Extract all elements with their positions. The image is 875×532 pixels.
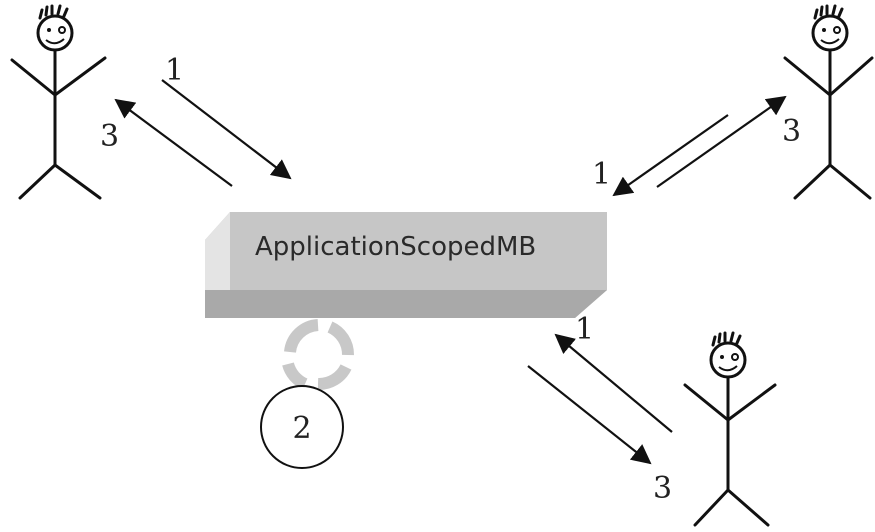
arrow-top-right-response	[656, 95, 787, 188]
box-bottom-face	[205, 290, 607, 318]
arrow-top-left-request	[161, 79, 292, 180]
arrow-bottom-right-response	[527, 365, 652, 465]
step-label-top-right-request: 1	[592, 157, 611, 192]
box-label: ApplicationScopedMB	[255, 232, 536, 262]
step-label-bottom-right-request: 1	[575, 312, 594, 347]
step-label-process: 2	[292, 411, 311, 446]
user-figure-top-right	[783, 4, 874, 200]
process-step-circle	[260, 385, 344, 469]
arrow-top-left-response	[114, 98, 233, 187]
step-label-top-left-request: 1	[165, 53, 184, 88]
application-scoped-bean-box: ApplicationScopedMB	[205, 212, 607, 318]
cycle-icon	[282, 319, 354, 390]
user-figure-bottom-right	[683, 331, 777, 527]
arrow-top-right-request	[612, 114, 729, 197]
user-figure-top-left	[10, 4, 107, 200]
step-label-top-right-response: 3	[782, 114, 801, 149]
step-label-top-left-response: 3	[100, 119, 119, 154]
arrow-bottom-right-request	[554, 333, 673, 433]
box-front-face	[230, 212, 607, 290]
step-label-bottom-right-response: 3	[653, 471, 672, 506]
